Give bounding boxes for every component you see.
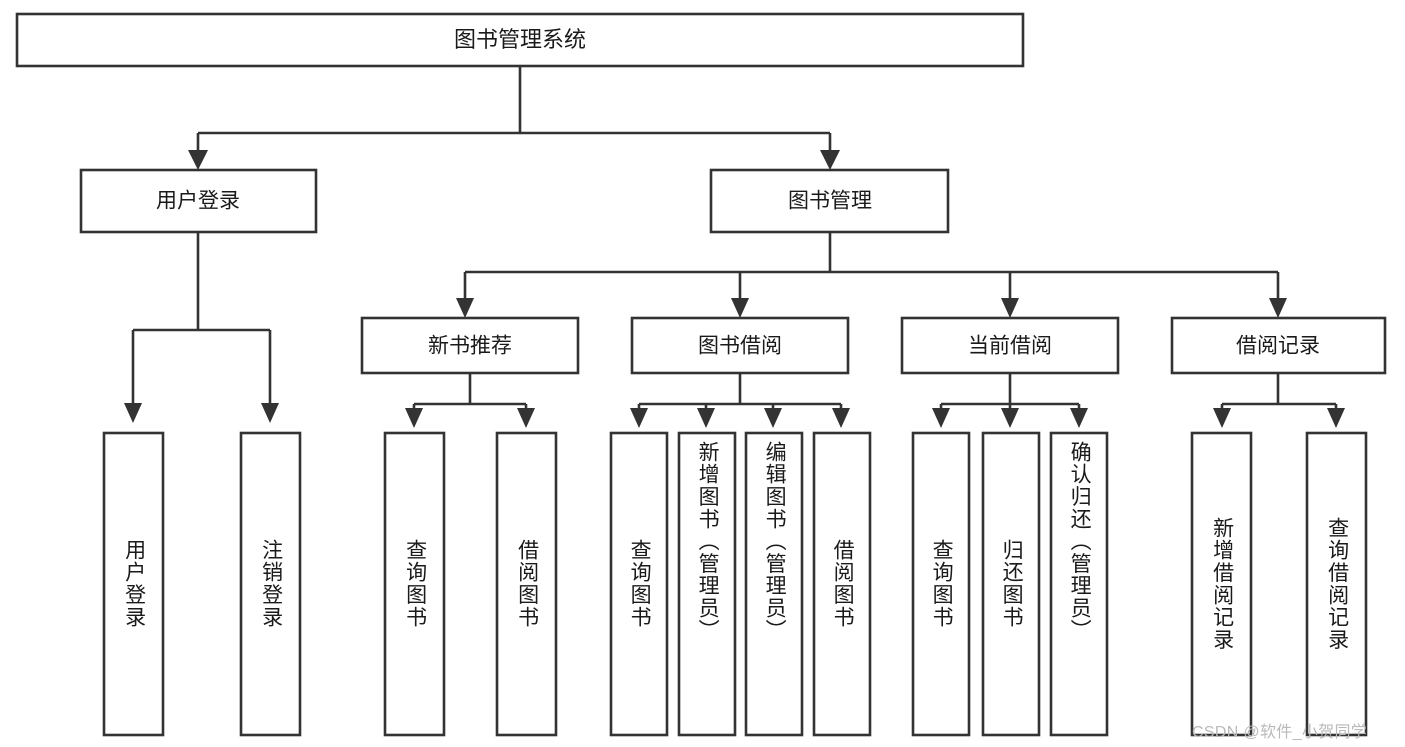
node-label-book-borrow: 图书借阅 [698, 335, 782, 358]
arrow-nbr-l1 [405, 408, 423, 428]
node-box-book-management[interactable] [709, 168, 950, 234]
node-boxes: 图书管理系统 用户登录 图书管理 新书推荐 图书借阅 当前借阅 借阅记录 [15, 12, 1387, 737]
node-box-leaf-query-record[interactable] [1305, 431, 1368, 737]
node-box-leaf-query-book-1[interactable] [383, 431, 446, 737]
node-box-leaf-edit-book[interactable] [744, 431, 804, 737]
node-box-leaf-borrow-book-2[interactable] [812, 431, 872, 737]
node-label-borrow-record: 借阅记录 [1236, 335, 1320, 358]
node-box-borrow-record[interactable] [1170, 316, 1387, 375]
node-box-leaf-add-record[interactable] [1190, 431, 1253, 737]
node-box-new-book-recommend[interactable] [360, 316, 580, 375]
arrow-cb-l3 [1070, 408, 1088, 428]
arrow-bm-to-br [1269, 298, 1287, 318]
arrow-root-to-user-login [188, 150, 208, 170]
node-label-user-login: 用户登录 [156, 190, 240, 213]
arrow-root-to-book-management [820, 150, 840, 170]
node-label-current-borrow: 当前借阅 [968, 335, 1052, 358]
node-box-leaf-query-book-2[interactable] [609, 431, 669, 737]
watermark-text: CSDN @软件_小贺同学 [1192, 724, 1368, 741]
arrow-bm-to-bb [731, 298, 749, 318]
node-box-leaf-add-book[interactable] [677, 431, 737, 737]
node-box-leaf-user-login[interactable] [102, 431, 165, 737]
arrow-cb-l1 [932, 408, 950, 428]
arrow-nbr-l2 [517, 408, 535, 428]
connectors [124, 66, 1345, 428]
node-box-leaf-borrow-book-1[interactable] [495, 431, 558, 737]
arrow-bm-to-cb [1001, 298, 1019, 318]
arrow-ul-leaf2 [261, 403, 279, 423]
arrow-bb-l2 [697, 408, 715, 428]
node-box-user-login[interactable] [79, 168, 318, 234]
arrow-bb-l1 [630, 408, 648, 428]
node-label-new-book-recommend: 新书推荐 [428, 335, 512, 358]
node-box-root[interactable] [15, 12, 1025, 68]
arrow-bb-l4 [832, 408, 850, 428]
node-box-leaf-confirm-return[interactable] [1049, 431, 1109, 737]
node-box-leaf-return-book[interactable] [981, 431, 1041, 737]
node-box-leaf-logout-login[interactable] [239, 431, 302, 737]
arrow-bb-l3 [764, 408, 782, 428]
arrow-cb-l2 [1001, 408, 1019, 428]
arrow-ul-leaf1 [124, 403, 142, 423]
arrow-br-l1 [1213, 408, 1231, 428]
node-label-book-management: 图书管理 [788, 190, 872, 213]
node-box-leaf-query-book-3[interactable] [911, 431, 971, 737]
node-box-current-borrow[interactable] [900, 316, 1120, 375]
arrow-br-l2 [1327, 408, 1345, 428]
arrow-bm-to-nbr [456, 298, 474, 318]
node-box-book-borrow[interactable] [630, 316, 850, 375]
node-label-root: 图书管理系统 [454, 27, 586, 52]
